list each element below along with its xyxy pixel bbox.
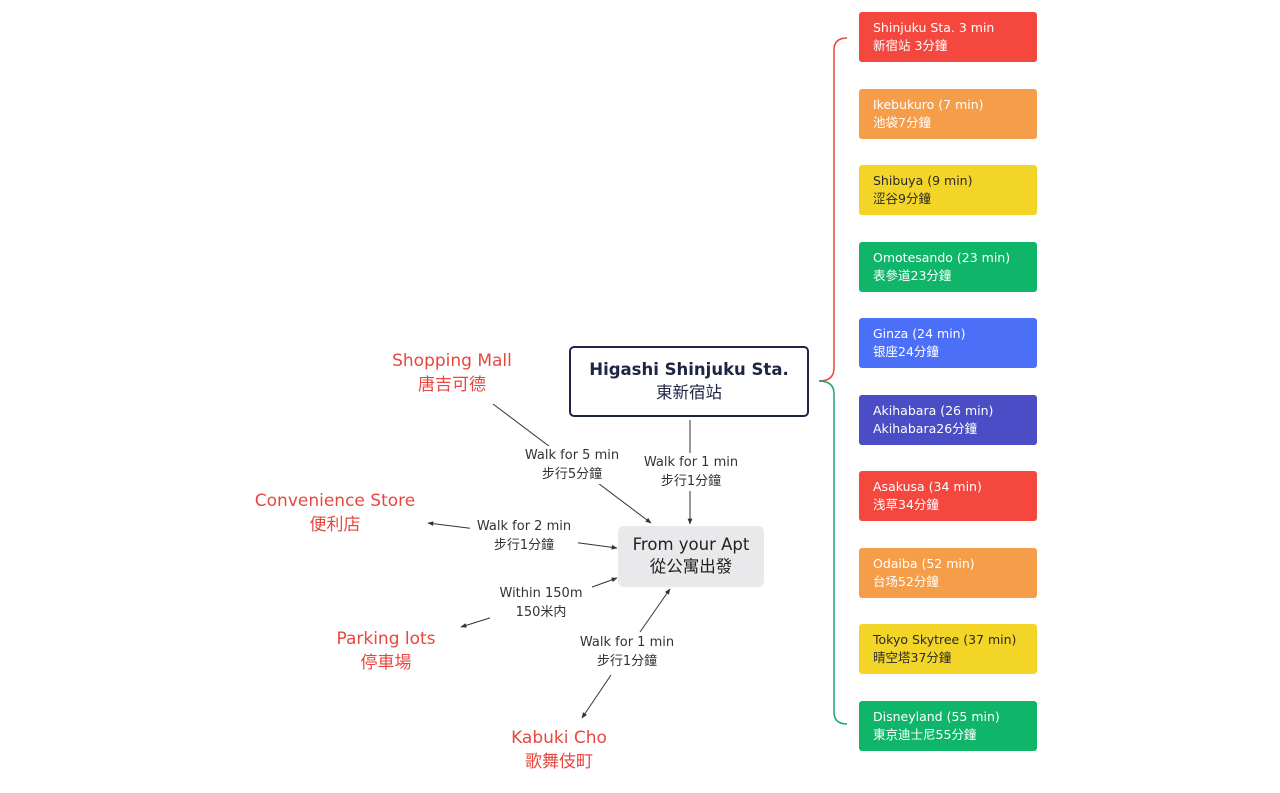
destination-box: Odaiba (52 min) 台场52分鐘 [859,548,1037,598]
edge-label-line2: 步行1分鐘 [596,654,658,669]
destination-name-zh: 晴空塔37分鐘 [873,650,952,665]
place-subtitle: 停車場 [360,653,412,673]
destination-box: Asakusa (34 min) 浅草34分鐘 [859,471,1037,521]
destination-box: Ginza (24 min) 银座24分鐘 [859,318,1037,368]
edge-label-line2: 步行5分鐘 [541,467,603,482]
place-kabuki-cho: Kabuki Cho 歌舞伎町 [499,726,619,774]
edge-kabuki-line-b [581,674,612,719]
destination-name-zh: 台场52分鐘 [873,574,939,589]
edge-label-line1: Walk for 1 min [643,455,739,470]
place-subtitle: 便利店 [309,515,361,535]
edge-label-line1: Walk for 2 min [476,519,572,534]
destination-name: Disneyland (55 min) [873,709,1000,724]
destination-name: Shibuya (9 min) [873,173,973,188]
destination-box: Ikebukuro (7 min) 池袋7分鐘 [859,89,1037,139]
destination-name-zh: 涩谷9分鐘 [873,191,931,206]
edge-label-line2: 150米内 [515,605,567,620]
place-subtitle: 歌舞伎町 [525,752,593,772]
destination-name: Omotesando (23 min) [873,250,1011,265]
bracket-upper [818,37,848,382]
edge-label-mall: Walk for 5 min 步行5分鐘 [518,446,626,484]
edge-label-parking: Within 150m 150米内 [490,584,592,622]
hub-title: Higashi Shinjuku Sta. [589,360,789,379]
place-parking-lots: Parking lots 停車場 [326,627,446,675]
edge-label-kabuki: Walk for 1 min 步行1分鐘 [573,633,681,671]
destination-name-zh: 浅草34分鐘 [873,497,939,512]
destination-name-zh: 银座24分鐘 [873,344,939,359]
destination-name: Akihabara (26 min) [873,403,994,418]
destination-name: Odaiba (52 min) [873,556,975,571]
edge-label-store: Walk for 2 min 步行1分鐘 [470,517,578,555]
destination-name: Ikebukuro (7 min) [873,97,984,112]
edge-store-line-b [571,541,618,550]
place-subtitle: 唐吉可德 [418,375,486,395]
edge-label-line1: Walk for 5 min [524,448,620,463]
edge-label-line1: Walk for 1 min [579,635,675,650]
edge-label-line1: Within 150m [499,586,583,601]
destination-name-zh: 表參道23分鐘 [873,268,952,283]
destination-name-zh: 東京迪士尼55分鐘 [873,727,977,742]
place-title: Kabuki Cho [511,728,607,748]
place-shopping-mall: Shopping Mall 唐吉可德 [382,349,522,397]
destination-name: Ginza (24 min) [873,326,966,341]
destination-box: Tokyo Skytree (37 min) 晴空塔37分鐘 [859,624,1037,674]
destination-box: Omotesando (23 min) 表參道23分鐘 [859,242,1037,292]
place-title: Convenience Store [254,491,416,511]
destination-name-zh: 池袋7分鐘 [873,115,931,130]
destination-name: Tokyo Skytree (37 min) [873,632,1017,647]
edge-kabuki-line-a [639,588,671,633]
destination-box: Shibuya (9 min) 涩谷9分鐘 [859,165,1037,215]
destination-box: Disneyland (55 min) 東京迪士尼55分鐘 [859,701,1037,751]
place-title: Shopping Mall [392,351,512,371]
destination-name-zh: 新宿站 3分鐘 [873,38,948,53]
destination-name-zh: Akihabara26分鐘 [873,421,978,436]
edge-label-line2: 步行1分鐘 [660,474,722,489]
hub-station-node: Higashi Shinjuku Sta. 東新宿站 [569,346,809,417]
edge-store-line-a [427,521,477,530]
hub-subtitle: 東新宿站 [656,383,722,402]
destination-name: Asakusa (34 min) [873,479,982,494]
origin-subtitle: 從公寓出發 [649,557,733,576]
bracket-lower [818,380,848,725]
edge-label-line2: 步行1分鐘 [493,538,555,553]
place-title: Parking lots [336,629,436,649]
destination-box: Shinjuku Sta. 3 min 新宿站 3分鐘 [859,12,1037,62]
origin-node: From your Apt 從公寓出發 [618,526,764,587]
origin-title: From your Apt [632,535,750,554]
destination-name: Shinjuku Sta. 3 min [873,20,995,35]
edge-label-hub: Walk for 1 min 步行1分鐘 [638,453,744,491]
place-convenience-store: Convenience Store 便利店 [246,489,424,537]
destination-box: Akihabara (26 min) Akihabara26分鐘 [859,395,1037,445]
